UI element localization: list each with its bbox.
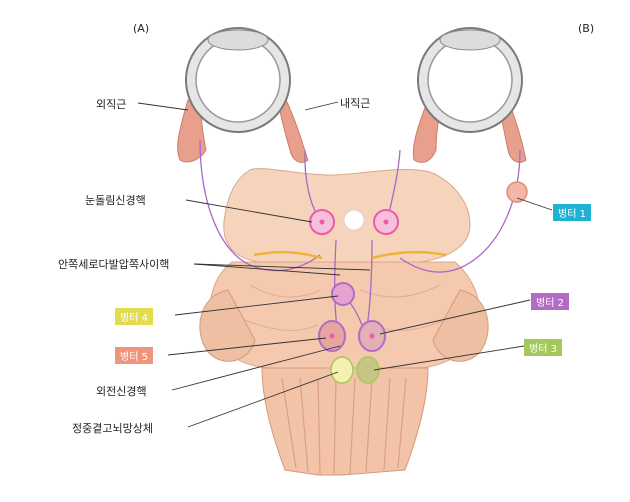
label-pprf: 정중곁고뇌망상체 [72, 422, 153, 435]
leader-lines [137, 101, 553, 428]
lesion-badge-2: 병터 2 [531, 293, 569, 310]
label-mlf: 안쪽세로다발압쪽사이핵 [58, 258, 170, 271]
left-eye [177, 27, 309, 163]
label-abducens-nucleus: 외전신경핵 [96, 385, 147, 398]
lesion-badge-4: 병터 4 [115, 308, 153, 325]
label-oculomotor-nucleus: 눈돌림신경핵 [85, 194, 146, 207]
lesion-badge-3: 병터 3 [524, 339, 562, 356]
panel-label-a: (A) [133, 22, 150, 35]
panel-label-b: (B) [578, 22, 595, 35]
lesion-badge-1: 병터 1 [553, 204, 591, 221]
oculomotor-nuclei [309, 209, 399, 235]
right-eye [412, 27, 527, 163]
brainstem [199, 168, 489, 476]
label-medial-rectus: 내직근 [340, 97, 371, 110]
label-lateral-rectus: 외직근 [96, 98, 127, 111]
lesion-circles [318, 181, 528, 384]
lesion-badge-5: 병터 5 [115, 347, 153, 364]
mlf-tract [253, 250, 447, 260]
